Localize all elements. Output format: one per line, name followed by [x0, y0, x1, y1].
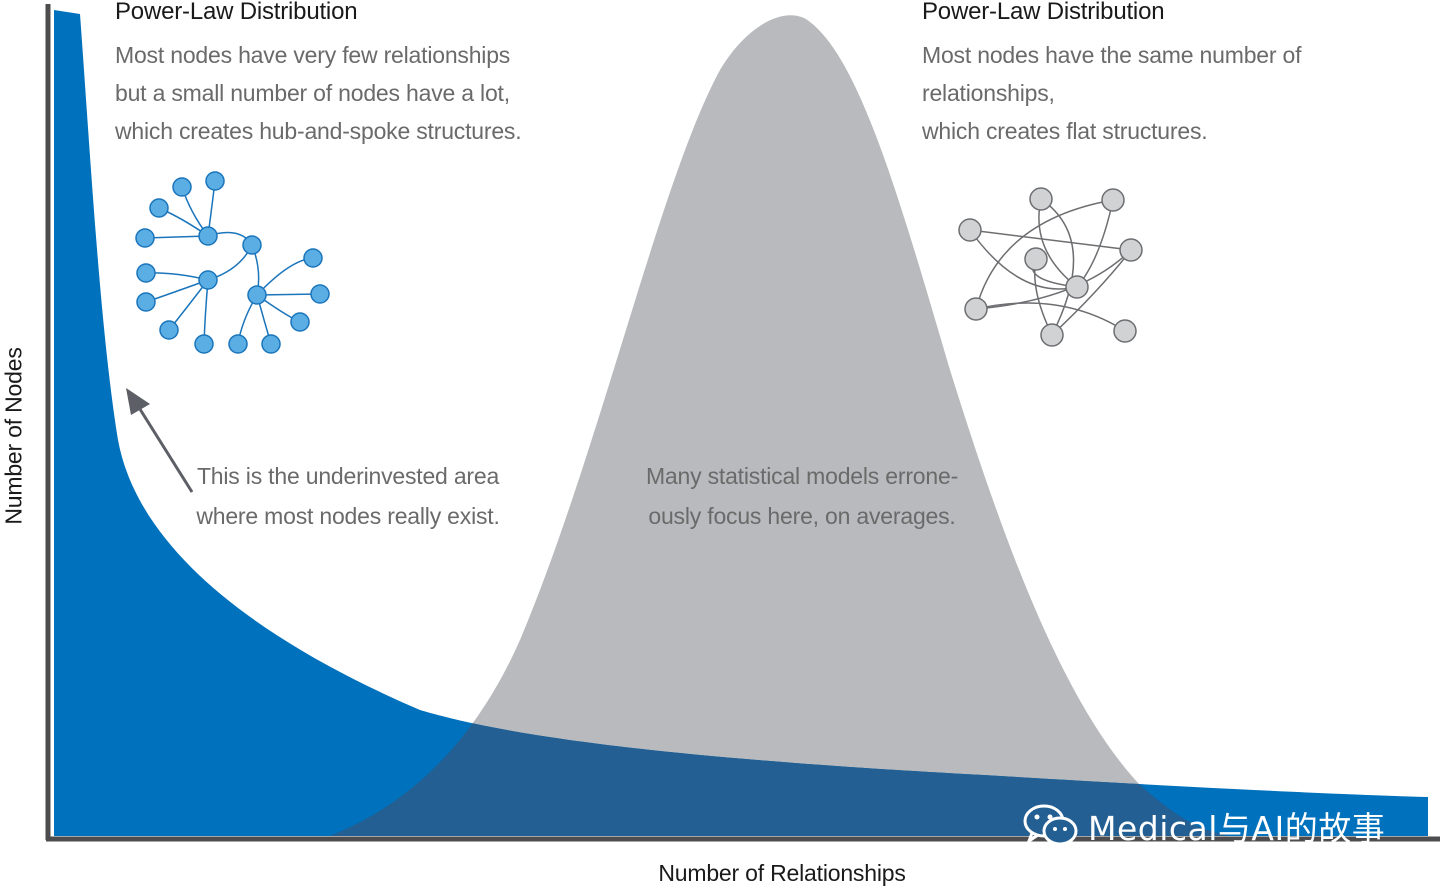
x-axis-label: Number of Relationships: [658, 860, 906, 886]
left-caption-line: but a small number of nodes have a lot,: [115, 80, 510, 106]
right-caption-title: Power-Law Distribution: [922, 0, 1165, 25]
left-caption-body: Most nodes have very few relationships b…: [115, 36, 535, 150]
flat-nodes: [958, 187, 1143, 347]
arrow-note: This is the underinvested area where mos…: [190, 456, 506, 536]
power-law-area: [54, 10, 1428, 836]
right-caption-line: Most nodes have the same number of relat…: [922, 42, 1302, 106]
bell-note: Many statistical models errone- ously fo…: [642, 456, 962, 536]
right-caption-line: which creates flat structures.: [922, 118, 1208, 144]
right-caption: Power-Law Distribution Most nodes have t…: [922, 0, 1422, 150]
y-axis-label: Number of Nodes: [0, 347, 27, 525]
bell-note-line: ously focus here, on averages.: [648, 503, 956, 529]
left-caption-title: Power-Law Distribution: [115, 0, 358, 25]
right-caption-body: Most nodes have the same number of relat…: [922, 36, 1422, 150]
left-caption-line: which creates hub-and-spoke structures.: [115, 118, 522, 144]
watermark-text: Medical与AI的故事: [1088, 809, 1386, 848]
bell-note-line: Many statistical models errone-: [645, 463, 959, 489]
arrow-icon: [126, 388, 194, 493]
arrow-note-line: where most nodes really exist.: [196, 503, 500, 529]
flat-network-icon: [969, 198, 1132, 336]
left-caption: Power-Law Distribution Most nodes have v…: [115, 0, 535, 150]
arrow-note-line: This is the underinvested area: [196, 463, 500, 489]
watermark: Medical与AI的故事: [1022, 802, 1385, 850]
wechat-icon: [1023, 804, 1078, 849]
left-caption-line: Most nodes have very few relationships: [115, 42, 511, 68]
bell-curve-area: [330, 15, 1230, 837]
hub-nodes: [135, 171, 330, 354]
